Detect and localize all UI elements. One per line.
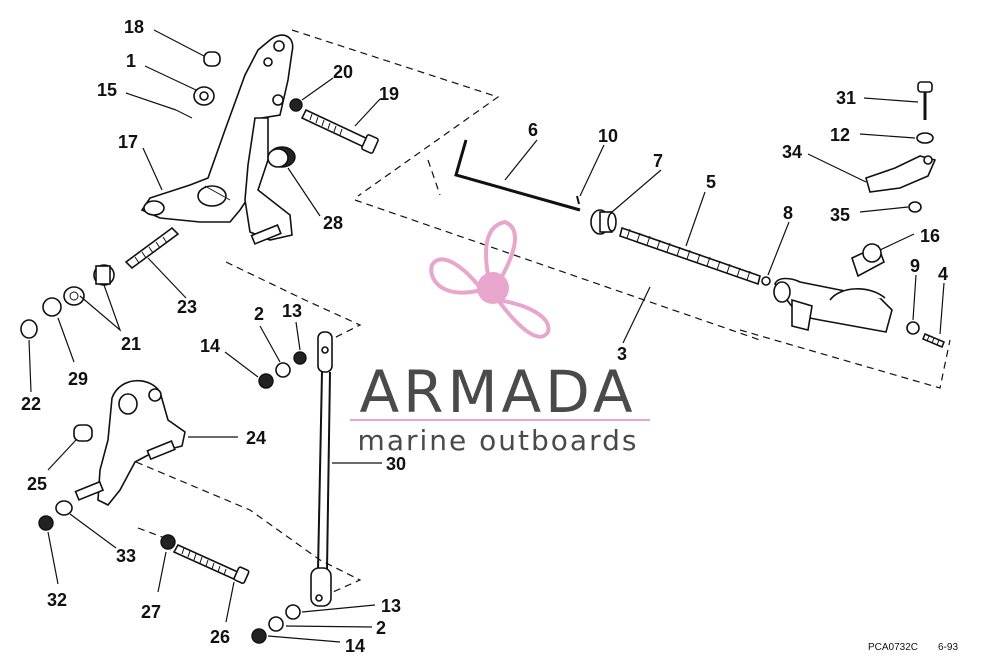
callout-3: 3 bbox=[617, 344, 627, 364]
washer-part-29 bbox=[42, 297, 62, 317]
callout-25: 25 bbox=[27, 474, 47, 494]
callout-21: 21 bbox=[121, 334, 141, 354]
link-rod-part-30 bbox=[310, 331, 333, 607]
bushing-part-7 bbox=[590, 209, 617, 235]
nut-part-14-upper bbox=[258, 373, 274, 389]
drawing-code: PCA0732C bbox=[868, 642, 918, 653]
callout-26: 26 bbox=[210, 627, 230, 647]
callout-13-lower: 13 bbox=[381, 596, 401, 616]
callout-31: 31 bbox=[836, 88, 856, 108]
screw-part-19 bbox=[300, 108, 379, 154]
washer-part-13-lower bbox=[285, 604, 301, 620]
callout-7: 7 bbox=[653, 151, 663, 171]
tube-housing-part-3 bbox=[773, 277, 893, 333]
nut-part-32 bbox=[38, 515, 54, 531]
callout-8: 8 bbox=[783, 203, 793, 223]
callout-12: 12 bbox=[830, 125, 850, 145]
bolt-under-arm bbox=[250, 224, 282, 245]
callout-32: 32 bbox=[47, 590, 67, 610]
washer-part-2-lower bbox=[268, 616, 284, 632]
callout-5: 5 bbox=[706, 172, 716, 192]
callout-2-upper: 2 bbox=[254, 304, 264, 324]
callout-2-lower: 2 bbox=[376, 618, 386, 638]
armada-watermark: ARMADA marine outboards bbox=[350, 219, 650, 457]
callout-28: 28 bbox=[323, 213, 343, 233]
callout-35: 35 bbox=[830, 205, 850, 225]
callout-13-upper: 13 bbox=[282, 301, 302, 321]
pivot-bracket-part-28 bbox=[244, 117, 296, 241]
nut-part-14-lower bbox=[251, 628, 267, 644]
washer-part-1-hole bbox=[199, 91, 209, 101]
washer-part-13-upper bbox=[293, 351, 307, 365]
washer-part-2-upper bbox=[275, 362, 291, 378]
pin-part-10 bbox=[576, 195, 580, 205]
callout-19: 19 bbox=[379, 84, 399, 104]
spring-part-5 bbox=[619, 226, 761, 286]
screw-part-31 bbox=[917, 81, 933, 120]
callout-15: 15 bbox=[97, 80, 117, 100]
callout-17: 17 bbox=[118, 132, 138, 152]
handle-rod-part-6 bbox=[454, 139, 581, 212]
callout-27: 27 bbox=[141, 602, 161, 622]
nut-part-22 bbox=[20, 319, 38, 339]
callout-4: 4 bbox=[938, 264, 948, 284]
callout-14-lower: 14 bbox=[345, 636, 365, 656]
callout-18: 18 bbox=[124, 17, 144, 37]
callout-16: 16 bbox=[920, 226, 940, 246]
stud-part-23 bbox=[124, 226, 180, 270]
leader-lines bbox=[28, 29, 945, 643]
washer-part-12 bbox=[916, 132, 934, 144]
bracket-part-24 bbox=[74, 379, 186, 507]
callout-20: 20 bbox=[333, 62, 353, 82]
callout-10: 10 bbox=[598, 126, 618, 146]
callout-33: 33 bbox=[116, 546, 136, 566]
callout-29: 29 bbox=[68, 369, 88, 389]
callout-labels: 18 1 15 17 20 19 28 23 21 29 22 2 13 14 … bbox=[21, 17, 948, 656]
propeller-logo-icon bbox=[429, 219, 551, 339]
callout-23: 23 bbox=[177, 297, 197, 317]
nut-part-20 bbox=[289, 98, 303, 112]
callout-14-upper: 14 bbox=[200, 336, 220, 356]
bushing-part-25 bbox=[73, 424, 93, 442]
assembly-dash-lines bbox=[135, 29, 951, 601]
washer-part-9 bbox=[906, 321, 920, 335]
callout-30: 30 bbox=[386, 454, 406, 474]
ball-part-8 bbox=[761, 276, 771, 286]
screw-part-4 bbox=[921, 332, 946, 349]
spacer-part-21 bbox=[63, 264, 115, 306]
screw-part-26 bbox=[160, 534, 250, 584]
callout-1: 1 bbox=[126, 51, 136, 71]
drawing-date: 6-93 bbox=[938, 642, 958, 653]
callout-34: 34 bbox=[782, 142, 802, 162]
washer-part-33 bbox=[55, 500, 73, 516]
callout-6: 6 bbox=[528, 120, 538, 140]
callout-9: 9 bbox=[910, 256, 920, 276]
lever-part-16 bbox=[851, 243, 885, 278]
callout-24: 24 bbox=[246, 428, 266, 448]
cotter-pin-part-15 bbox=[175, 109, 193, 119]
brand-tagline: marine outboards bbox=[358, 424, 639, 457]
bushing-part-18 bbox=[203, 51, 221, 67]
bracket-part-34 bbox=[865, 155, 937, 193]
brand-name: ARMADA bbox=[359, 358, 636, 426]
callout-22: 22 bbox=[21, 394, 41, 414]
washer-part-35 bbox=[908, 201, 922, 213]
